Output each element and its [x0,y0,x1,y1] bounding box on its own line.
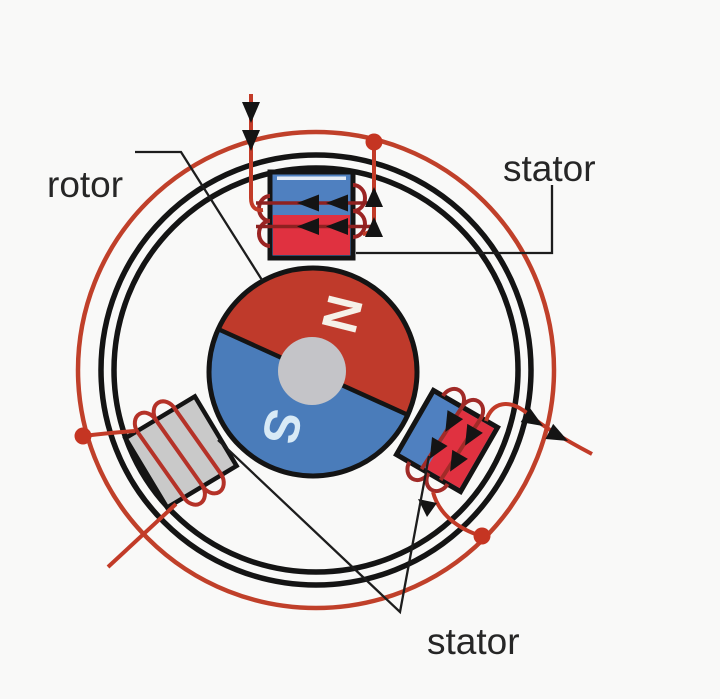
current-arrow [326,218,348,235]
leader-line-stator-top [356,185,554,255]
leader-line-stator-bottom [217,439,431,615]
leader-lines [135,150,554,615]
feed-wire-top-left [249,94,264,213]
label-stator-bottom: stator [427,621,520,662]
current-arrow-down [242,130,260,151]
wire-current-arrows [242,102,568,517]
stator-coil-right [393,386,501,495]
current-arrow [297,194,319,212]
current-arrow [326,194,348,212]
stator-coil-top-highlight [277,176,346,180]
stator-coil-left-winding [132,399,226,507]
stator-coil-left [122,393,240,511]
stator-yoke-outer-ring [98,152,534,588]
feed-wire-left-out [106,502,178,569]
current-arrow [297,218,319,235]
current-arrow-out [545,423,568,441]
rotor-magnet: N S [206,265,420,479]
label-rotor: rotor [47,164,123,205]
coil-right-current-arrows [429,410,483,472]
stator-coil-top [256,169,371,261]
current-arrow-up [365,187,383,207]
junction-dot-left [74,427,92,445]
current-arrow [450,449,468,472]
current-arrow-in [418,499,437,517]
leader-line-rotor [135,150,263,281]
outer-red-wire-ring [75,129,557,611]
current-arrow [429,436,448,459]
current-arrow-out [520,407,543,426]
junction-dot-right [473,527,491,545]
current-arrow [465,423,483,446]
junction-dot-top [365,133,383,151]
label-stator-top: stator [503,148,596,189]
rotor-outline [206,265,420,479]
current-arrow-up [365,217,383,237]
coil-top-current-arrows [297,194,348,235]
current-arrow-down [242,102,260,123]
current-arrow [445,410,464,432]
rotor-shaft [278,337,346,405]
stator-yoke-inner-ring [111,165,521,575]
